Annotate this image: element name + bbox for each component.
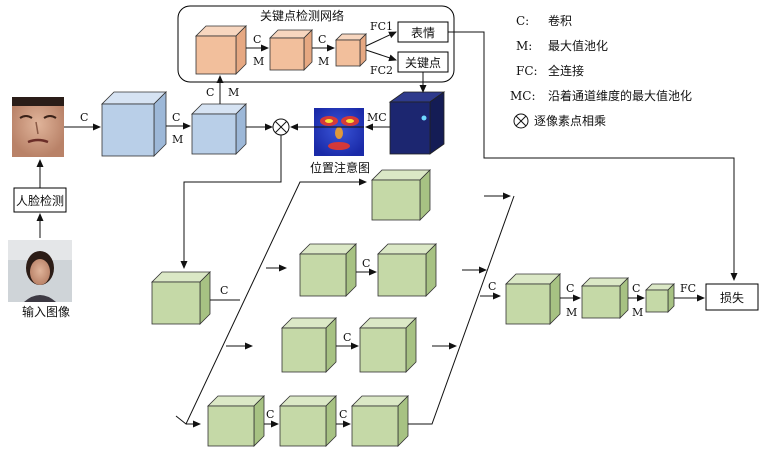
op-label-c: C	[566, 282, 574, 295]
legend: C: 卷积 M: 最大值池化 FC: 全连接 MC: 沿着通道维度的最大值池化 …	[510, 13, 692, 129]
green-cube-branch4b	[279, 395, 337, 447]
op-label-fc2: FC2	[370, 64, 393, 77]
orange-cube-2	[269, 29, 313, 71]
green-cube-branch4c	[351, 395, 409, 447]
legend-text: 逐像素点相乘	[534, 114, 606, 128]
expression-label: 表情	[411, 26, 435, 40]
green-cube-merge-3	[645, 283, 675, 313]
op-label-fc: FC	[680, 282, 696, 295]
legend-text: 沿着通道维度的最大值池化	[548, 88, 692, 103]
op-label-c: C	[488, 280, 496, 293]
keypoint-network-frame	[177, 5, 455, 83]
attention-heatmap	[314, 108, 364, 156]
op-label-c: C	[343, 331, 351, 344]
green-cube-branch4a	[207, 395, 265, 447]
face-detection-label: 人脸检测	[16, 193, 64, 208]
legend-text: 卷积	[548, 13, 572, 28]
op-label-c: C	[206, 86, 214, 99]
green-cube-merge-2	[581, 277, 629, 319]
legend-key: FC:	[516, 64, 538, 78]
face-crop-photo	[12, 97, 64, 157]
green-cube-branch1	[371, 169, 431, 221]
blue-cube-1	[101, 91, 167, 157]
op-label-m: M	[172, 133, 183, 146]
legend-key: MC:	[510, 89, 536, 103]
loss-box	[705, 283, 759, 311]
input-image-label: 输入图像	[22, 304, 70, 319]
green-cube-input	[151, 271, 211, 325]
op-label-c: C	[80, 111, 88, 124]
keypoint-label: 关键点	[405, 56, 441, 70]
op-label-c: C	[266, 408, 274, 421]
op-label-m: M	[566, 306, 577, 319]
network-title: 关键点检测网络	[260, 8, 344, 23]
op-label-c: C	[339, 408, 347, 421]
op-label-fc1: FC1	[370, 20, 393, 33]
op-label-c: C	[318, 33, 326, 46]
op-label-c: C	[362, 257, 370, 270]
navy-keypoint-map	[388, 91, 446, 155]
op-label-m: M	[632, 306, 643, 319]
legend-key: M:	[516, 39, 532, 53]
op-label-m: M	[318, 55, 329, 68]
face-detection-box	[13, 187, 67, 213]
op-label-c: C	[172, 111, 180, 124]
legend-key: C:	[516, 14, 529, 28]
op-label-c: C	[632, 282, 640, 295]
legend-text: 全连接	[548, 63, 584, 78]
op-label-c: C	[220, 284, 228, 297]
orange-cube-3	[335, 33, 367, 67]
legend-text: 最大值池化	[548, 38, 608, 53]
green-cube-branch2b	[377, 243, 437, 297]
green-cube-branch2a	[299, 243, 357, 297]
orange-cube-1	[195, 25, 247, 75]
attention-map-label: 位置注意图	[310, 160, 370, 175]
op-label-m: M	[253, 55, 264, 68]
green-cube-merge-1	[505, 273, 561, 325]
op-label-m: M	[228, 86, 239, 99]
input-image-photo	[8, 240, 72, 302]
green-cube-branch3a	[281, 317, 337, 373]
op-label-mc: MC	[367, 111, 387, 124]
op-label-c: C	[253, 33, 261, 46]
blue-cube-2	[191, 103, 247, 155]
loss-label: 损失	[720, 290, 744, 305]
green-cube-branch3b	[359, 317, 417, 373]
